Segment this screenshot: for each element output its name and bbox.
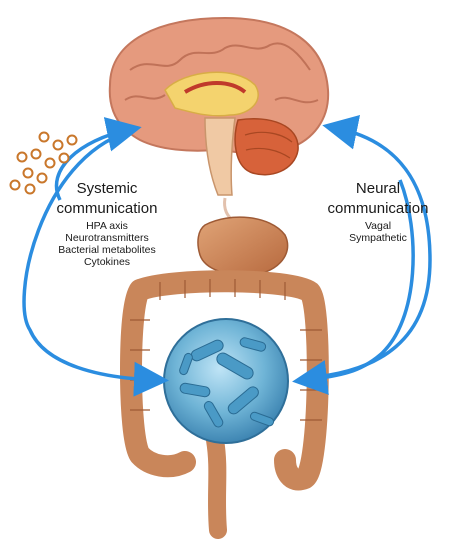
bacteria-icon bbox=[163, 318, 289, 444]
systemic-communication-label: Systemic communication HPA axis Neurotra… bbox=[32, 180, 182, 268]
systemic-item: Cytokines bbox=[83, 256, 131, 268]
neural-title-line2: communication bbox=[327, 200, 429, 217]
systemic-item: Bacterial metabolites bbox=[58, 244, 156, 256]
neural-arrow bbox=[292, 115, 432, 395]
neural-title-line1: Neural bbox=[355, 180, 401, 197]
neural-communication-label: Neural communication Vagal Sympathetic bbox=[318, 180, 438, 244]
systemic-title-line2: communication bbox=[56, 200, 158, 217]
systemic-item: Neurotransmitters bbox=[65, 232, 149, 244]
brain-icon bbox=[108, 16, 330, 196]
systemic-item: HPA axis bbox=[86, 220, 128, 232]
neural-item: Vagal bbox=[364, 220, 392, 232]
systemic-title-line1: Systemic bbox=[76, 180, 138, 197]
gut-icon bbox=[120, 216, 329, 539]
neural-item: Sympathetic bbox=[349, 232, 407, 244]
systemic-arrow bbox=[22, 117, 169, 397]
particle-icon bbox=[9, 131, 78, 195]
